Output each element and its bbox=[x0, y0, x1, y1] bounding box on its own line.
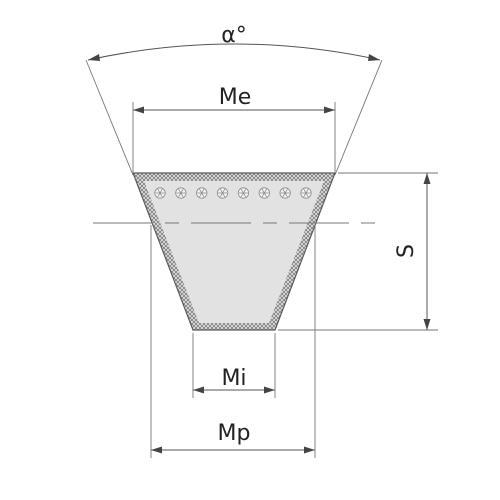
top-width-label: Me bbox=[219, 85, 252, 110]
tensile-cord bbox=[216, 187, 229, 199]
tensile-cord bbox=[175, 187, 187, 199]
height-dimension: S bbox=[278, 172, 438, 331]
angle-arrow-right bbox=[368, 54, 380, 61]
pitch-width-label: Mp bbox=[218, 421, 251, 446]
top-width-arrow-left bbox=[133, 106, 144, 114]
bottom-width-arrow-left bbox=[193, 386, 204, 394]
angle-arc bbox=[87, 43, 381, 61]
height-arrow-top bbox=[423, 173, 431, 184]
angle-label: α° bbox=[221, 23, 247, 48]
tensile-cord bbox=[300, 187, 312, 199]
top-width-arrow-right bbox=[324, 106, 335, 114]
pitch-width-arrow-right bbox=[304, 446, 315, 454]
tensile-cord bbox=[154, 187, 166, 199]
angle-arrow-left bbox=[88, 54, 100, 61]
angle-dimension: α° bbox=[85, 23, 383, 176]
tensile-cord bbox=[279, 187, 291, 199]
tensile-cord bbox=[237, 187, 250, 199]
height-arrow-bottom bbox=[423, 319, 431, 330]
bottom-width-dimension: Mi bbox=[192, 333, 276, 398]
pitch-width-arrow-left bbox=[151, 446, 162, 454]
tensile-cord bbox=[258, 187, 270, 199]
angle-extension-left bbox=[85, 59, 134, 176]
top-width-dimension: Me bbox=[132, 85, 336, 172]
angle-extension-right bbox=[334, 59, 383, 176]
belt-section bbox=[132, 172, 336, 331]
height-label: S bbox=[394, 244, 419, 258]
bottom-width-arrow-right bbox=[264, 386, 275, 394]
tensile-cord bbox=[196, 187, 208, 199]
bottom-width-label: Mi bbox=[221, 366, 246, 391]
tensile-cords bbox=[154, 187, 312, 199]
pitch-width-dimension: Mp bbox=[150, 225, 316, 458]
belt-core bbox=[144, 181, 324, 323]
